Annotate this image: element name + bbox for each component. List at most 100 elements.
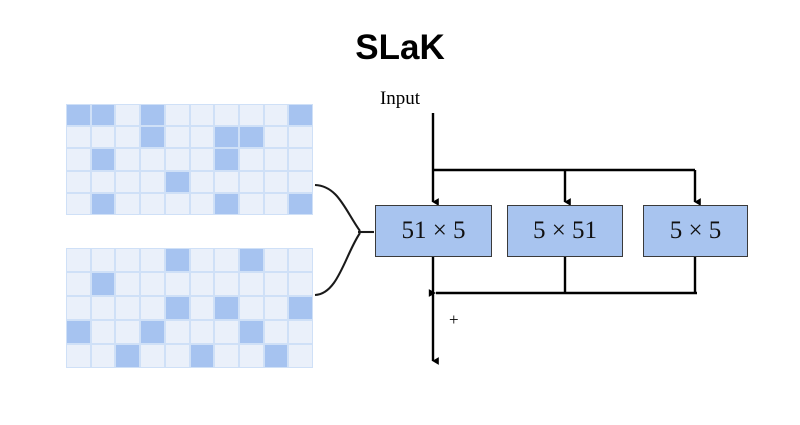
kernel-cell xyxy=(66,320,91,344)
kernel-cell xyxy=(214,104,239,127)
kernel-cell xyxy=(66,192,91,215)
kernel-cell xyxy=(164,320,190,344)
kernel-cell xyxy=(140,126,165,149)
kernel-cell xyxy=(238,344,264,368)
kernel-cell xyxy=(90,126,116,149)
kernel-cell xyxy=(238,320,264,344)
kernel-cell xyxy=(164,192,190,215)
kernel-cell xyxy=(238,104,264,127)
kernel-cell xyxy=(66,104,91,127)
kernel-cell xyxy=(189,192,215,215)
kernel-box-5x5[interactable]: 5 × 5 xyxy=(643,205,748,257)
input-fanout-lines xyxy=(431,113,701,206)
page-title: SLaK xyxy=(355,28,445,67)
kernel-cell xyxy=(263,148,289,171)
kernel-cell xyxy=(238,272,264,296)
kernel-cell xyxy=(189,272,215,296)
kernel-cell xyxy=(115,248,141,272)
kernel-cell xyxy=(164,248,190,272)
kernel-cell xyxy=(164,148,190,171)
kernel-cell xyxy=(189,296,215,320)
kernel-cell xyxy=(140,170,165,193)
kernel-cell xyxy=(263,344,289,368)
kernel-cell xyxy=(214,296,239,320)
kernel-cell xyxy=(288,248,313,272)
kernel-cell xyxy=(189,320,215,344)
kernel-cell xyxy=(214,248,239,272)
input-label: Input xyxy=(379,88,421,109)
kernel-cell xyxy=(115,104,141,127)
kernel-cell xyxy=(115,192,141,215)
kernel-cell xyxy=(263,296,289,320)
kernel-cell xyxy=(189,104,215,127)
kernel-cell xyxy=(115,148,141,171)
kernel-cell xyxy=(288,170,313,193)
kernel-cell xyxy=(288,296,313,320)
kernel-cell xyxy=(66,272,91,296)
kernel-cell xyxy=(214,126,239,149)
kernel-cell xyxy=(238,192,264,215)
kernel-cell xyxy=(140,344,165,368)
kernel-cell xyxy=(238,148,264,171)
kernel-cell xyxy=(263,272,289,296)
kernel-cell xyxy=(214,320,239,344)
curve-connectors xyxy=(314,183,374,297)
kernel-cell xyxy=(288,344,313,368)
kernel-cell xyxy=(66,296,91,320)
kernel-cell xyxy=(214,192,239,215)
kernel-box-51x5[interactable]: 51 × 5 xyxy=(375,205,492,257)
kernel-cell xyxy=(90,148,116,171)
kernel-cell xyxy=(214,344,239,368)
kernel-cell xyxy=(214,170,239,193)
kernel-cell xyxy=(140,296,165,320)
kernel-box-5x51[interactable]: 5 × 51 xyxy=(507,205,623,257)
kernel-cell xyxy=(288,148,313,171)
kernel-cell xyxy=(263,170,289,193)
kernel-cell xyxy=(140,320,165,344)
kernel-cell xyxy=(140,148,165,171)
kernel-cell xyxy=(90,344,116,368)
kernel-cell xyxy=(115,344,141,368)
kernel-cell xyxy=(115,170,141,193)
kernel-cell xyxy=(288,272,313,296)
kernel-cell xyxy=(164,344,190,368)
kernel-cell xyxy=(263,192,289,215)
kernel-cell xyxy=(189,126,215,149)
kernel-cell xyxy=(115,296,141,320)
kernel-cell xyxy=(214,148,239,171)
kernel-cell xyxy=(164,170,190,193)
kernel-cell xyxy=(164,296,190,320)
kernel-cell xyxy=(164,104,190,127)
kernel-cell xyxy=(263,320,289,344)
kernel-cell xyxy=(263,126,289,149)
kernel-cell xyxy=(288,320,313,344)
sum-label: + xyxy=(449,310,459,329)
kernel-cell xyxy=(288,126,313,149)
kernel-cell xyxy=(140,192,165,215)
kernel-cell xyxy=(66,248,91,272)
kernel-cell xyxy=(90,320,116,344)
kernel-cell xyxy=(238,126,264,149)
kernel-cell xyxy=(238,296,264,320)
kernel-cell xyxy=(66,126,91,149)
kernel-cell xyxy=(90,104,116,127)
kernel-cell xyxy=(90,272,116,296)
kernel-cell xyxy=(214,272,239,296)
kernel-cell xyxy=(238,170,264,193)
kernel-cell xyxy=(189,170,215,193)
kernel-cell xyxy=(66,148,91,171)
kernel-map-top xyxy=(66,104,313,215)
merge-lines xyxy=(428,257,697,365)
kernel-cell xyxy=(164,126,190,149)
kernel-cell xyxy=(115,126,141,149)
kernel-cell xyxy=(288,192,313,215)
kernel-cell xyxy=(115,272,141,296)
kernel-cell xyxy=(288,104,313,127)
kernel-cell xyxy=(189,248,215,272)
kernel-cell xyxy=(140,248,165,272)
kernel-cell xyxy=(238,248,264,272)
kernel-cell xyxy=(90,248,116,272)
kernel-cell xyxy=(90,296,116,320)
kernel-cell xyxy=(90,192,116,215)
